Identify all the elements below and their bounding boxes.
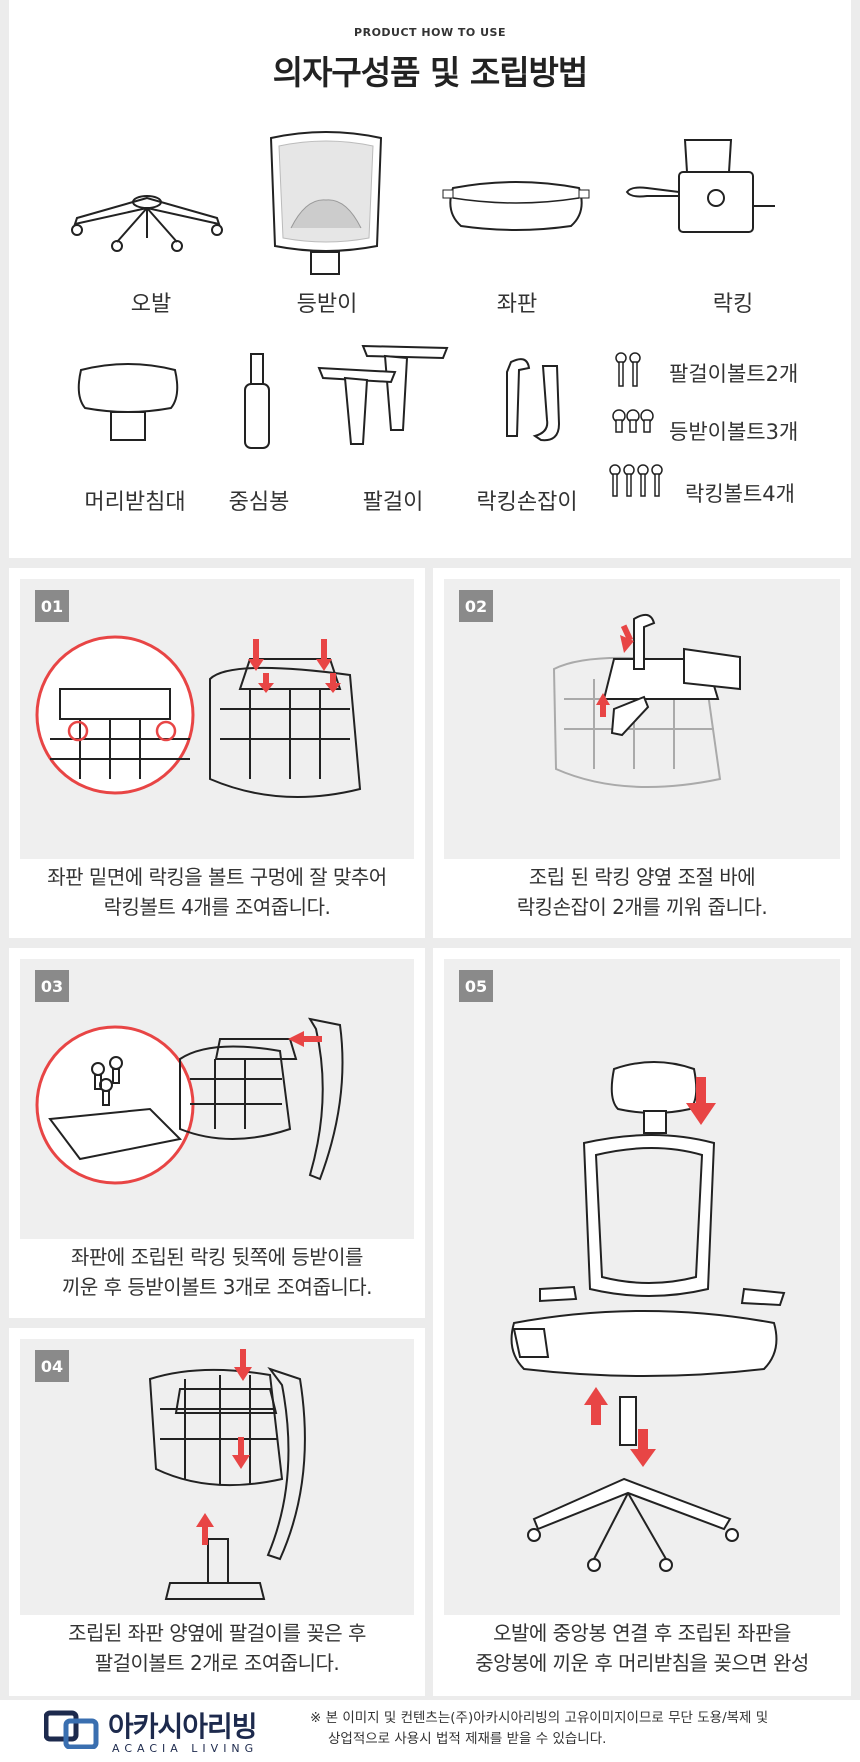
step-number-badge: 01 (35, 590, 69, 622)
step-number-badge: 05 (459, 970, 493, 1002)
step-caption-line2: 끼운 후 등받이볼트 3개로 조여줍니다. (61, 1275, 373, 1299)
brand-name: 아카시아리빙 (108, 1710, 258, 1743)
parts-section: PRODUCT HOW TO USE 의자구성품 및 조립방법 (9, 0, 851, 558)
step-caption-line2: 팔걸이볼트 2개로 조여줍니다. (94, 1651, 340, 1675)
part-label-base: 오발 (130, 292, 172, 317)
copyright-notice-line2: 상업적으로 사용시 법적 제재를 받을 수 있습니다. (328, 1731, 607, 1747)
step-card-01: 01 좌판 밑면에 락킹을 볼트 구멍에 잘 맞추어 락킹볼트 4개를 조여줍니… (9, 568, 425, 938)
part-label-seat: 좌판 (496, 292, 538, 317)
step-caption-line1: 오발에 중앙봉 연결 후 조립된 좌판을 (493, 1621, 791, 1645)
part-label-gas-lift: 중심봉 (228, 490, 290, 515)
step-caption-line1: 좌판에 조립된 락킹 뒷쪽에 등받이를 (71, 1245, 363, 1269)
backrest-icon (269, 131, 383, 275)
part-label-backrest: 등받이 (296, 292, 358, 317)
page-title: 의자구성품 및 조립방법 (272, 53, 589, 92)
step-card-03: 03 좌판에 조립된 락킹 뒷쪽에 등받이를 끼운 후 등받이볼트 3개로 조여… (9, 948, 425, 1318)
step-caption-line1: 조립 된 락킹 양옆 조절 바에 (528, 865, 756, 889)
step-caption-line1: 좌판 밑면에 락킹을 볼트 구멍에 잘 맞추어 (47, 865, 387, 889)
step-caption-line1: 조립된 좌판 양옆에 팔걸이를 꽂은 후 (68, 1621, 366, 1645)
seat-icon (442, 181, 590, 231)
locking-handle-icon (506, 358, 561, 442)
step-illustration-panel (444, 579, 840, 859)
bolt-label-locking: 락킹볼트4개 (685, 482, 795, 506)
step-number-badge: 04 (35, 1350, 69, 1382)
headrest-icon (77, 363, 179, 441)
step-illustration-panel (20, 959, 414, 1239)
step-02-illustration (552, 613, 741, 788)
gas-lift-icon (244, 353, 270, 449)
mechanism-icon (625, 139, 775, 233)
footer: 아카시아리빙 ACACIA LIVING ※ 본 이미지 및 컨텐츠는(주)아카… (0, 1700, 860, 1762)
part-label-locking-handle: 락킹손잡이 (476, 490, 578, 515)
step-01-illustration (35, 635, 362, 798)
step-04-illustration (148, 1349, 306, 1600)
brand-name-en: ACACIA LIVING (112, 1742, 259, 1755)
copyright-notice-line1: ※ 본 이미지 및 컨텐츠는(주)아카시아리빙의 고유이미지이므로 무단 도용/… (310, 1710, 769, 1726)
step-card-04: 04 조립된 좌판 양옆에 팔걸이를 꽂은 후 팔걸이볼트 2개로 조여줍니다. (9, 1328, 425, 1696)
step-number-badge: 03 (35, 970, 69, 1002)
bolt-label-armrest: 팔걸이볼트2개 (669, 362, 799, 386)
section-kicker: PRODUCT HOW TO USE (354, 26, 506, 39)
step-caption-line2: 락킹볼트 4개를 조여줍니다. (103, 895, 331, 919)
step-caption-line2: 락킹손잡이 2개를 끼워 줍니다. (516, 895, 768, 919)
step-card-05: 05 오발에 중앙봉 연결 후 조립된 좌판을 중앙봉에 끼운 후 머리받침을 … (433, 948, 851, 1696)
bolt-label-backrest: 등받이볼트3개 (669, 420, 799, 444)
step-05-illustration (510, 1061, 786, 1572)
copyright-notice: ※ 본 이미지 및 컨텐츠는(주)아카시아리빙의 고유이미지이므로 무단 도용/… (310, 1708, 830, 1750)
step-03-illustration (35, 1017, 344, 1185)
step-illustration-panel (444, 959, 840, 1615)
part-label-headrest: 머리받침대 (84, 490, 186, 515)
step-caption-line2: 중앙봉에 끼운 후 머리받침을 꽂으면 완성 (475, 1651, 809, 1675)
brand-logo-icon (44, 1710, 99, 1749)
step-illustration-panel (20, 1339, 414, 1615)
step-card-02: 02 조립 된 락킹 양옆 조절 바에 락킹손잡이 2개를 끼워 줍니다. (433, 568, 851, 938)
part-label-mechanism: 락킹 (712, 292, 754, 317)
part-label-armrest: 팔걸이 (362, 490, 424, 515)
armrest-icon (317, 344, 449, 445)
step-illustration-panel (20, 579, 414, 859)
step-number-badge: 02 (459, 590, 493, 622)
bolt-set-icon (609, 352, 663, 497)
base-icon (71, 195, 223, 252)
